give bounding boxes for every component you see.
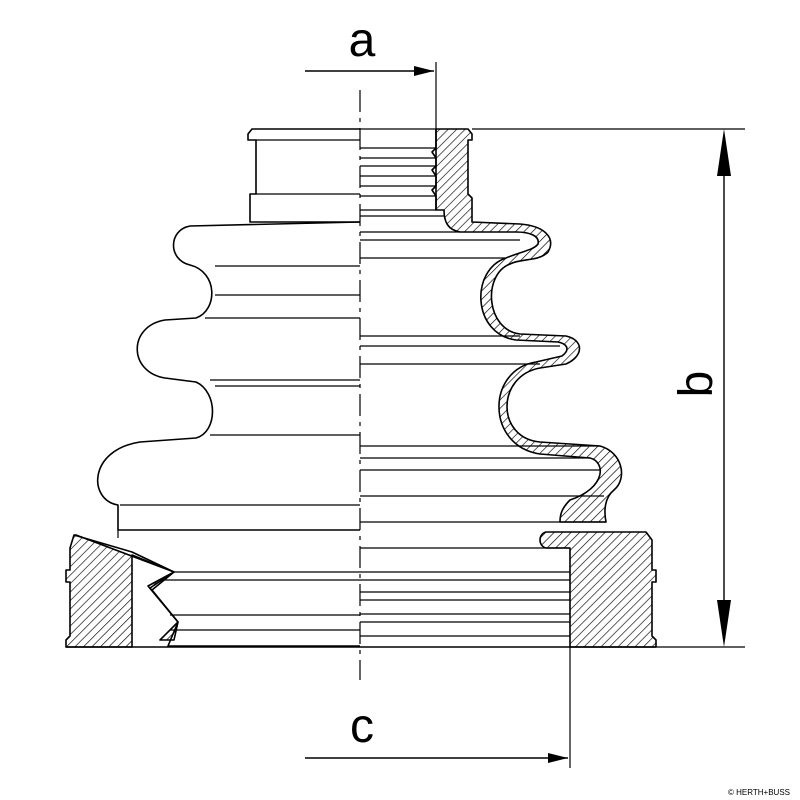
dimension-a-label: a xyxy=(349,14,376,67)
dimension-b: b xyxy=(472,128,745,648)
dimension-a: a xyxy=(305,14,437,129)
watermark-text: © HERTH+BUSS xyxy=(728,788,790,797)
dimension-b-label: b xyxy=(670,371,723,398)
lower-collar-section-left xyxy=(65,534,179,648)
top-collar-section-right xyxy=(435,128,623,523)
dimension-c-label: c xyxy=(350,700,374,753)
neck-collar xyxy=(247,128,360,223)
bellows-profile-left xyxy=(96,221,361,531)
boot-section-right xyxy=(360,128,657,648)
dimension-c: c xyxy=(305,647,571,768)
dimension-b-arrow-top xyxy=(717,129,731,176)
boot-exterior-left xyxy=(65,128,361,648)
dimension-b-arrow-bottom xyxy=(717,600,731,647)
lower-collar-section-right xyxy=(539,531,657,648)
